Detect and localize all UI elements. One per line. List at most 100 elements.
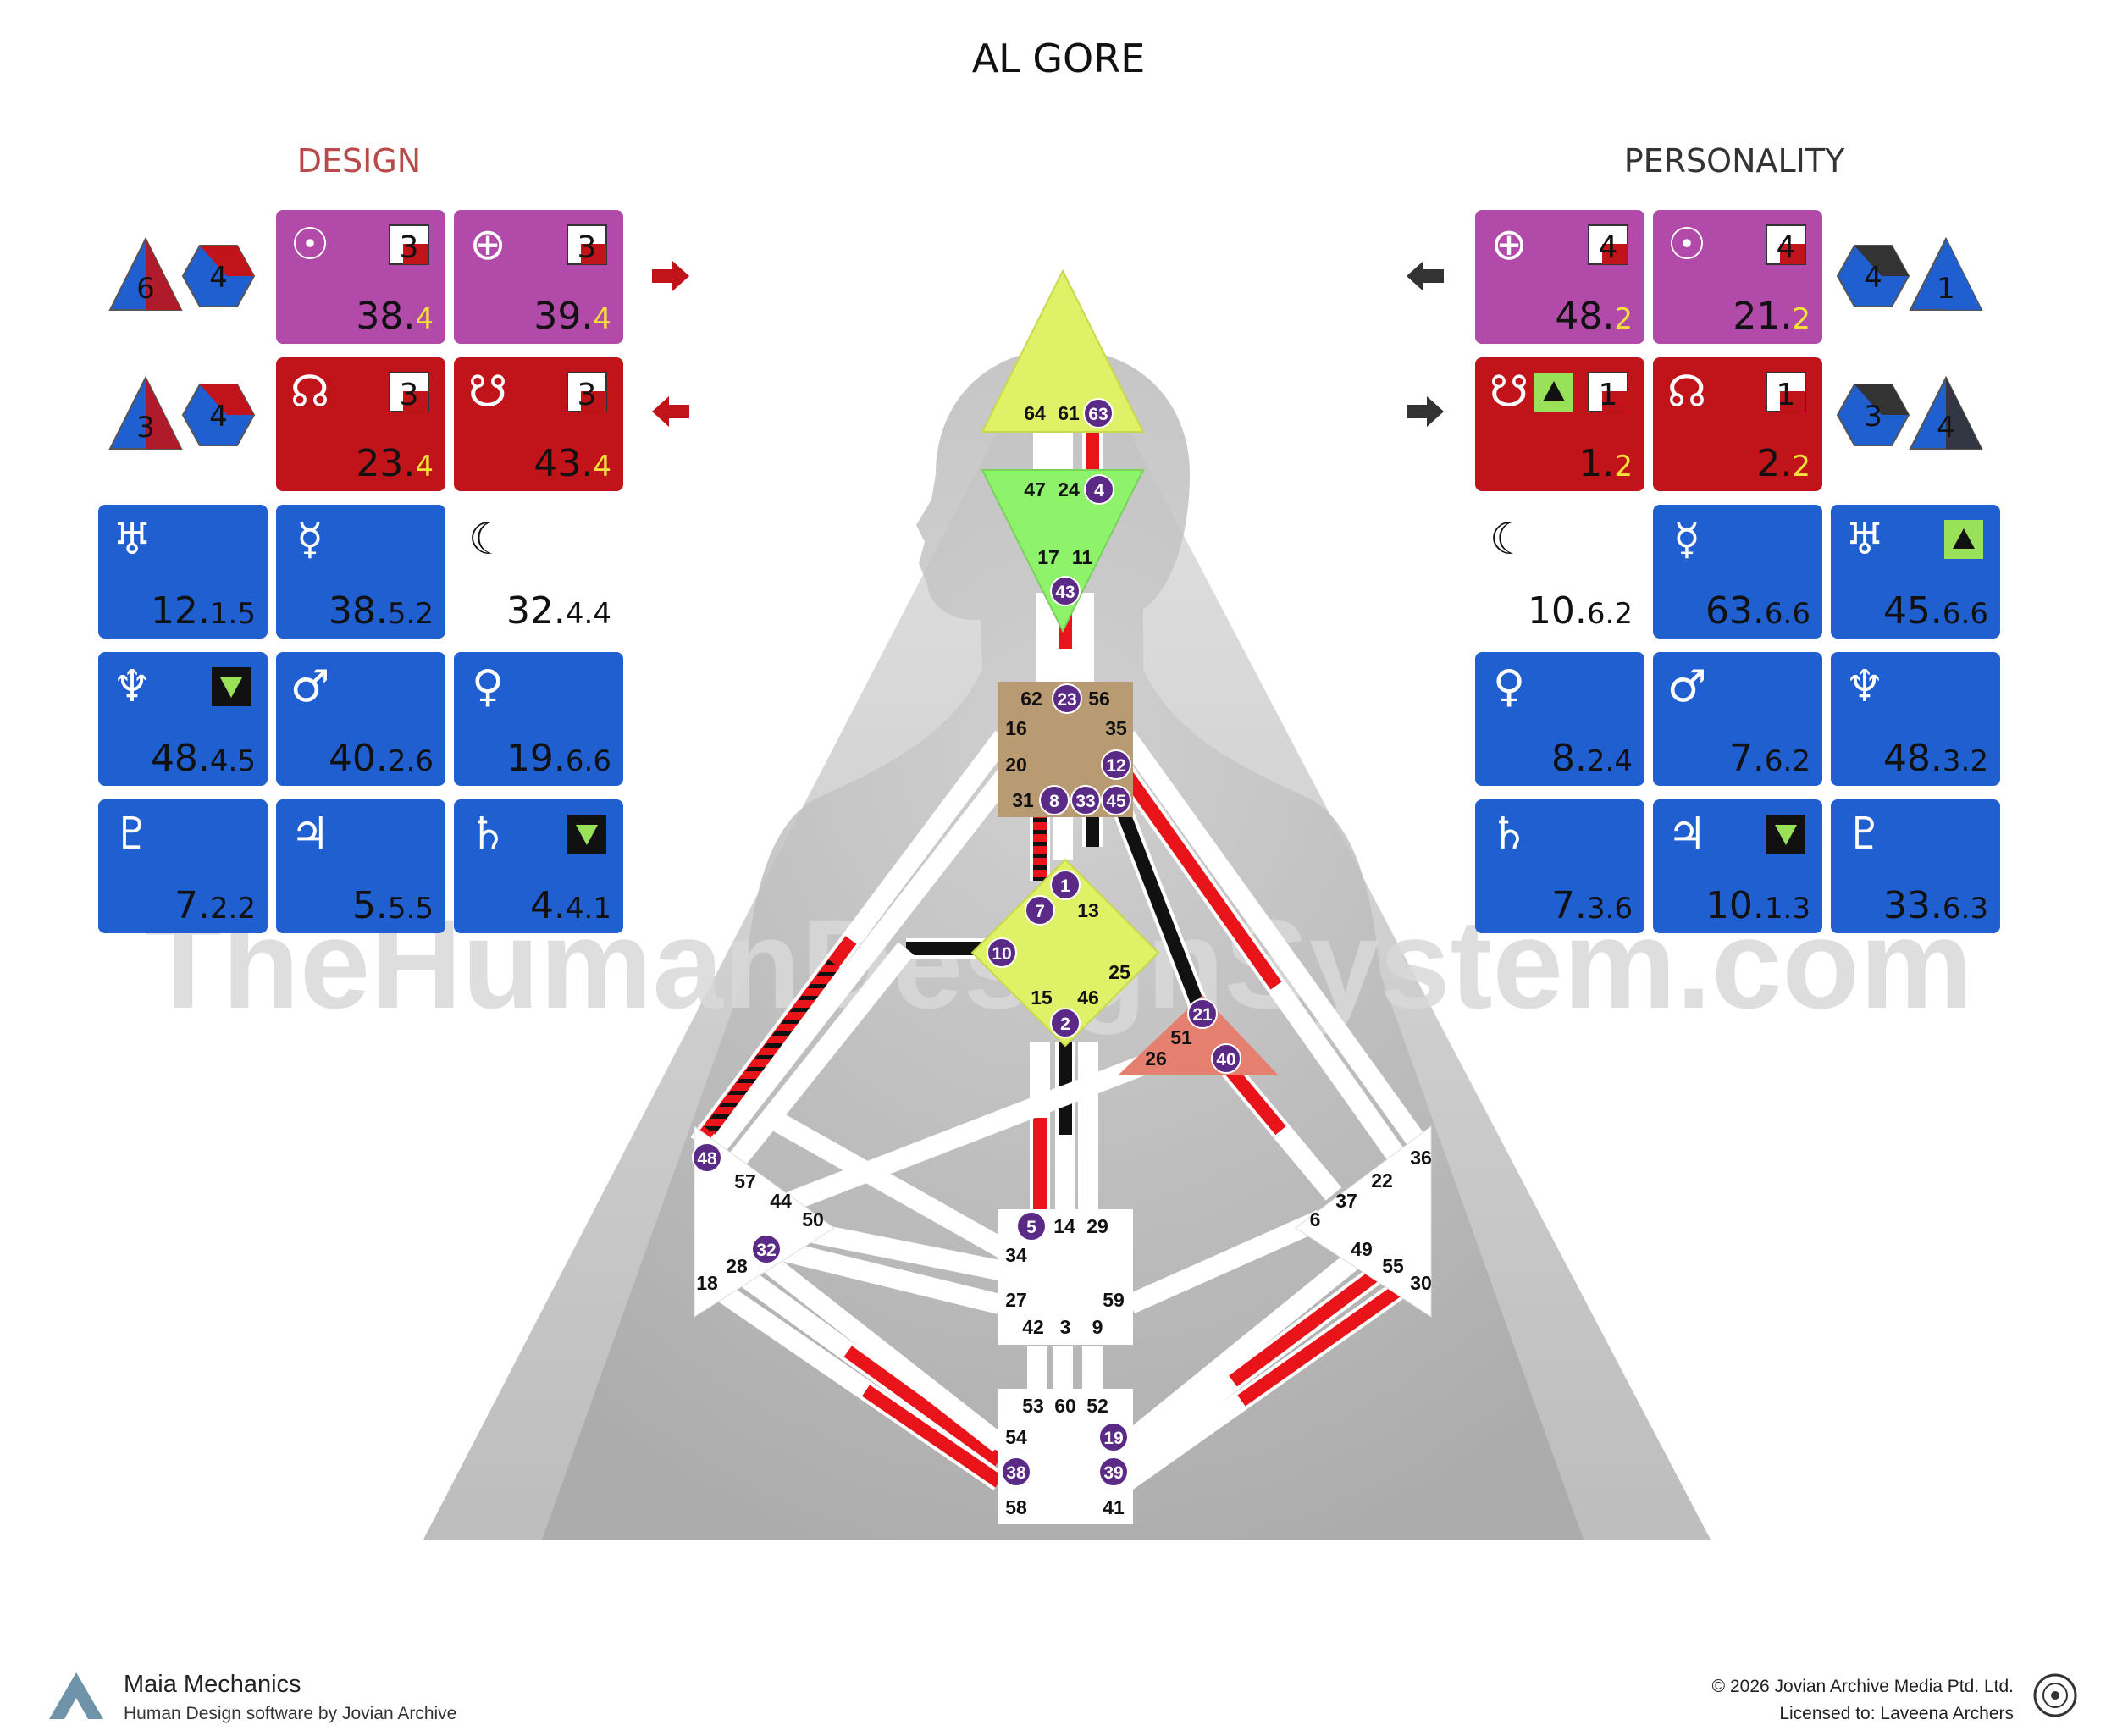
cell-bg [1475,799,1644,933]
cell-value: 38.5.2 [329,589,434,633]
gate-badge-40 [1211,1043,1241,1074]
cell-bg [1653,652,1822,786]
activation-cell: ♄4.4.1 [454,799,623,933]
activation-cell: ☾10.6.2 [1475,505,1644,639]
down-triangle-icon [220,677,242,698]
gate-badge-2 [1050,1008,1081,1038]
gate-16: 16 [1005,717,1027,739]
badge-fill [1780,391,1805,412]
cell-gate-value: 7. [174,884,210,927]
badge-fill [1602,391,1628,412]
variable-triangle-icon: 1 [1909,236,1983,311]
cell-gate-value: 23. [356,442,415,485]
cell-bg [276,505,445,639]
hexagon-half [1854,384,1909,415]
mars-icon: ♂ [290,661,330,712]
gate-53: 53 [1022,1395,1044,1417]
cell-value: 38.4 [356,295,434,338]
up-triangle-icon [1543,381,1565,401]
gate-54: 54 [1005,1426,1027,1448]
activation-cell: ♃5.5.5 [276,799,445,933]
jupiter-icon: ♃ [1667,809,1707,860]
cell-value: 63.6.6 [1705,589,1810,633]
channel-gate-fill [1237,1273,1418,1407]
gate-52: 52 [1086,1395,1108,1417]
gate-badge-4 [1084,474,1114,505]
cell-bg [98,505,268,639]
gate-41: 41 [1103,1496,1125,1518]
jovian-seal-icon [2033,1673,2077,1717]
channel [1109,756,1414,1175]
activation-cell: ♅12.1.5 [98,505,268,639]
channel-base [1118,730,1427,1150]
cell-value: 45.6.6 [1883,589,1988,633]
gate-21: 21 [1192,1005,1213,1025]
cell-value: 12.1.5 [151,589,256,633]
cell-line-value: 2.6 [388,744,434,778]
arrow-right-icon [652,261,689,291]
cell-line-value: 3.2 [1943,744,1988,778]
cell-value: 10.1.3 [1705,884,1810,927]
cell-value: 21.2 [1733,295,1810,338]
chart-title: AL GORE [972,36,1146,81]
channel [694,755,1025,1171]
moon-icon: ☾ [1490,514,1529,565]
cell-line-value: 6.2 [1765,744,1810,778]
channel [717,1253,1006,1469]
channel-stripe-segment [704,959,840,1135]
cell-gate-value: 21. [1733,295,1792,338]
cell-gate-value: 38. [329,589,388,633]
cell-gate-value: 63. [1705,589,1765,633]
channel [766,1108,1009,1258]
channel [711,942,915,1188]
cell-line-value: 2 [1792,302,1810,336]
channel [1120,1270,1420,1490]
gate-6: 6 [1310,1208,1321,1230]
cell-line-value: 4 [415,450,434,484]
down-triangle-icon [576,825,598,845]
personality-heading: PERSONALITY [1624,142,1845,180]
activation-cell: ☉21.24 [1653,210,1822,344]
activation-cell: ♆48.4.5 [98,652,268,786]
gate-43: 43 [1055,583,1075,602]
activation-cell: ☾32.4.4 [454,505,623,639]
badge-number: 3 [578,230,597,265]
gate-23: 23 [1057,690,1076,710]
cell-gate-value: 48. [1883,737,1943,780]
cell-line-value: 1.3 [1765,892,1810,926]
cell-line-value: 5.5 [388,892,434,926]
channel [1126,1210,1325,1313]
channel-base [1126,1210,1325,1313]
cell-gate-value: 4. [530,884,566,927]
mercury-icon: ☿ [1673,514,1700,565]
gate-44: 44 [770,1190,792,1212]
hexagon-half [200,384,254,415]
cell-gate-value: 7. [1729,737,1765,780]
channel [738,1236,1006,1452]
triangle-half [1946,239,1982,310]
channel-base [762,1048,1164,1221]
gate-badge-21 [1187,998,1218,1029]
activation-cell: ♀19.6.6 [454,652,623,786]
cell-gate-value: 40. [329,737,388,780]
activation-cell: ☿63.6.6 [1653,505,1822,639]
gate-35: 35 [1105,717,1127,739]
cell-line-value: 4.1 [566,892,611,926]
activation-cell: ♃ 10.1.3 [1653,799,1822,933]
activation-cell: ♇7.2.2 [98,799,268,933]
gate-5: 5 [1026,1218,1036,1237]
cell-line-value: 4.5 [210,744,256,778]
cell-line-value: 2.4 [1587,744,1633,778]
venus-icon: ♀ [1493,661,1525,712]
gate-58: 58 [1005,1496,1027,1518]
mercury-icon: ☿ [296,514,323,565]
north-node-icon: ☊ [1667,367,1706,417]
gate-27: 27 [1005,1289,1027,1311]
badge-number: 3 [400,378,419,412]
channel-gate-fill [1229,1256,1397,1387]
badge-fill [1602,244,1628,264]
footer-copyright: © 2026 Jovian Archive Media Ptd. Ltd. [1712,1677,2014,1696]
cell-gate-value: 5. [352,884,388,927]
gate-3: 3 [1060,1316,1071,1338]
g-center [970,858,1160,1048]
